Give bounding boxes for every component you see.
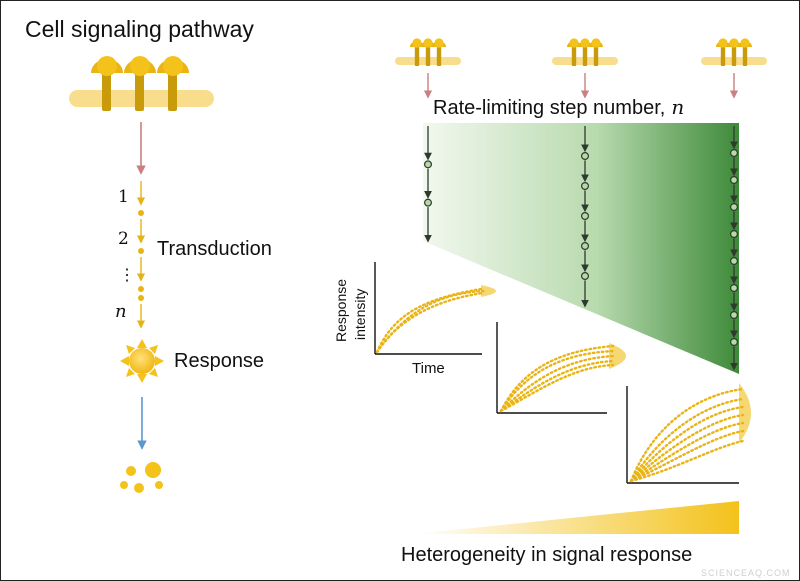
y-axis-label-line2: intensity [352,289,368,340]
receptor-row [395,38,767,99]
rate-limiting-label: Rate-limiting step number,n [433,95,684,119]
green-wedge [423,123,739,374]
intermediate-node [729,311,738,320]
response-plot-large [626,383,751,484]
intermediate-node [424,198,433,207]
intermediate-node [580,182,589,191]
intermediate-node [424,160,433,169]
y-axis-label-line1: Response [333,279,349,342]
x-axis-label: Time [412,360,445,377]
step-label-1: 1 [118,187,129,207]
intermediate-node [729,230,738,239]
intermediate-node [729,284,738,293]
transduction-label: Transduction [157,238,272,260]
receptor-icon [69,56,214,111]
heterogeneity-label: Heterogeneity in signal response [401,544,692,566]
step-label-2: 2 [118,229,129,249]
response-sun-icon [120,339,164,383]
response-plot-medium [496,322,626,414]
pathway-chains [424,126,738,371]
intermediate-node [580,272,589,281]
intermediate-node [729,257,738,266]
intermediate-node [729,203,738,212]
intermediate-node [580,212,589,221]
step-label-ellipsis: ⋮ [119,265,135,284]
transduction-cascade [136,181,146,329]
intermediate-node [729,176,738,185]
chain-n2 [424,126,433,243]
watermark: SCIENCEAQ.COM [701,568,791,578]
step-label-n: n [115,301,127,322]
receptor-icon [395,38,461,66]
output-droplets-icon [120,462,163,493]
receptor-icon [701,38,767,66]
diagram-title: Cell signaling pathway [25,16,254,42]
response-label: Response [174,350,264,372]
intermediate-node [580,152,589,161]
receptor-icon [552,38,618,66]
intermediate-node [729,338,738,347]
heterogeneity-bar [413,501,739,534]
intermediate-node [729,149,738,158]
response-plot-small [374,262,496,355]
intermediate-node [580,242,589,251]
chain-n8 [729,126,738,371]
chain-n5 [580,126,589,308]
